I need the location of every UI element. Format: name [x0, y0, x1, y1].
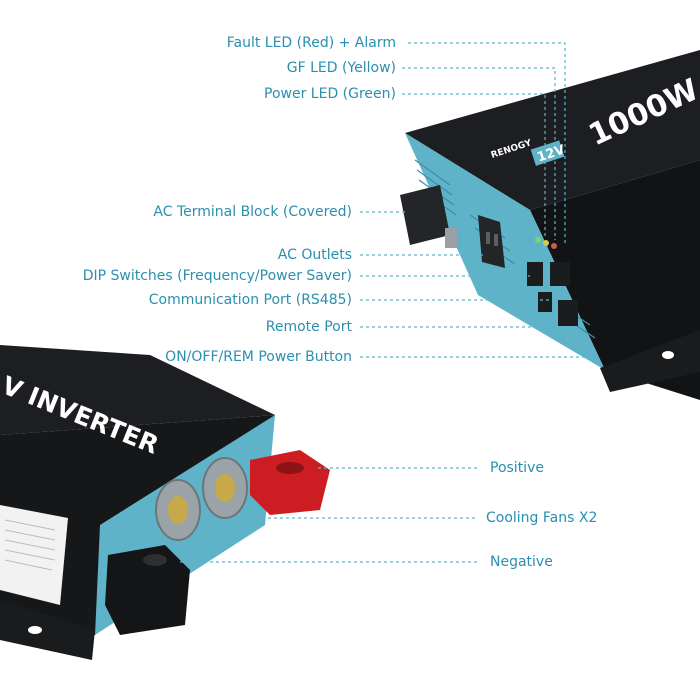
spec-sticker [0, 505, 68, 605]
leader-lines [180, 42, 585, 563]
power-button [558, 300, 578, 326]
front-inverter: RENOGY 12V 1000W [400, 50, 700, 400]
gf-led-label: GF LED (Yellow) [286, 60, 396, 76]
positive-label: Positive [490, 460, 544, 476]
cooling-fan-2 [202, 457, 248, 519]
remote-port-label: Remote Port [265, 319, 352, 335]
negative-terminal [105, 545, 190, 635]
rear-mounting-foot [0, 600, 95, 660]
ac-outlets-label: AC Outlets [277, 247, 352, 263]
remote-port [538, 292, 552, 312]
rs485-port [550, 262, 570, 286]
cooling-fans-label: Cooling Fans X2 [486, 510, 598, 526]
power-led [535, 237, 541, 243]
fault-led-label: Fault LED (Red) + Alarm [226, 35, 396, 51]
negative-label: Negative [490, 554, 553, 570]
terminal-screw [445, 228, 457, 248]
front-panel [405, 133, 605, 370]
power-button-label: ON/OFF/REM Power Button [165, 349, 352, 365]
positive-terminal [250, 450, 330, 515]
ac-terminal-label: AC Terminal Block (Covered) [153, 204, 352, 220]
dip-switches-label: DIP Switches (Frequency/Power Saver) [82, 268, 352, 284]
gf-led [543, 240, 549, 246]
cooling-fan-1 [155, 479, 201, 541]
rear-inverter-top [0, 345, 275, 435]
front-inverter-top [405, 50, 700, 210]
rear-inverter: V INVERTER [0, 345, 330, 660]
front-inverter-side [530, 160, 700, 400]
leader-fault-led [408, 42, 566, 245]
dip-switches [527, 262, 543, 286]
mounting-foot [600, 330, 700, 392]
ac-outlet [478, 215, 505, 268]
leader-gf-led [402, 67, 556, 240]
fault-led [551, 243, 557, 249]
voltage-badge [530, 140, 565, 166]
power-led-label: Power LED (Green) [264, 86, 396, 102]
ac-terminal-block [400, 185, 450, 245]
comm-port-label: Communication Port (RS485) [148, 292, 352, 308]
